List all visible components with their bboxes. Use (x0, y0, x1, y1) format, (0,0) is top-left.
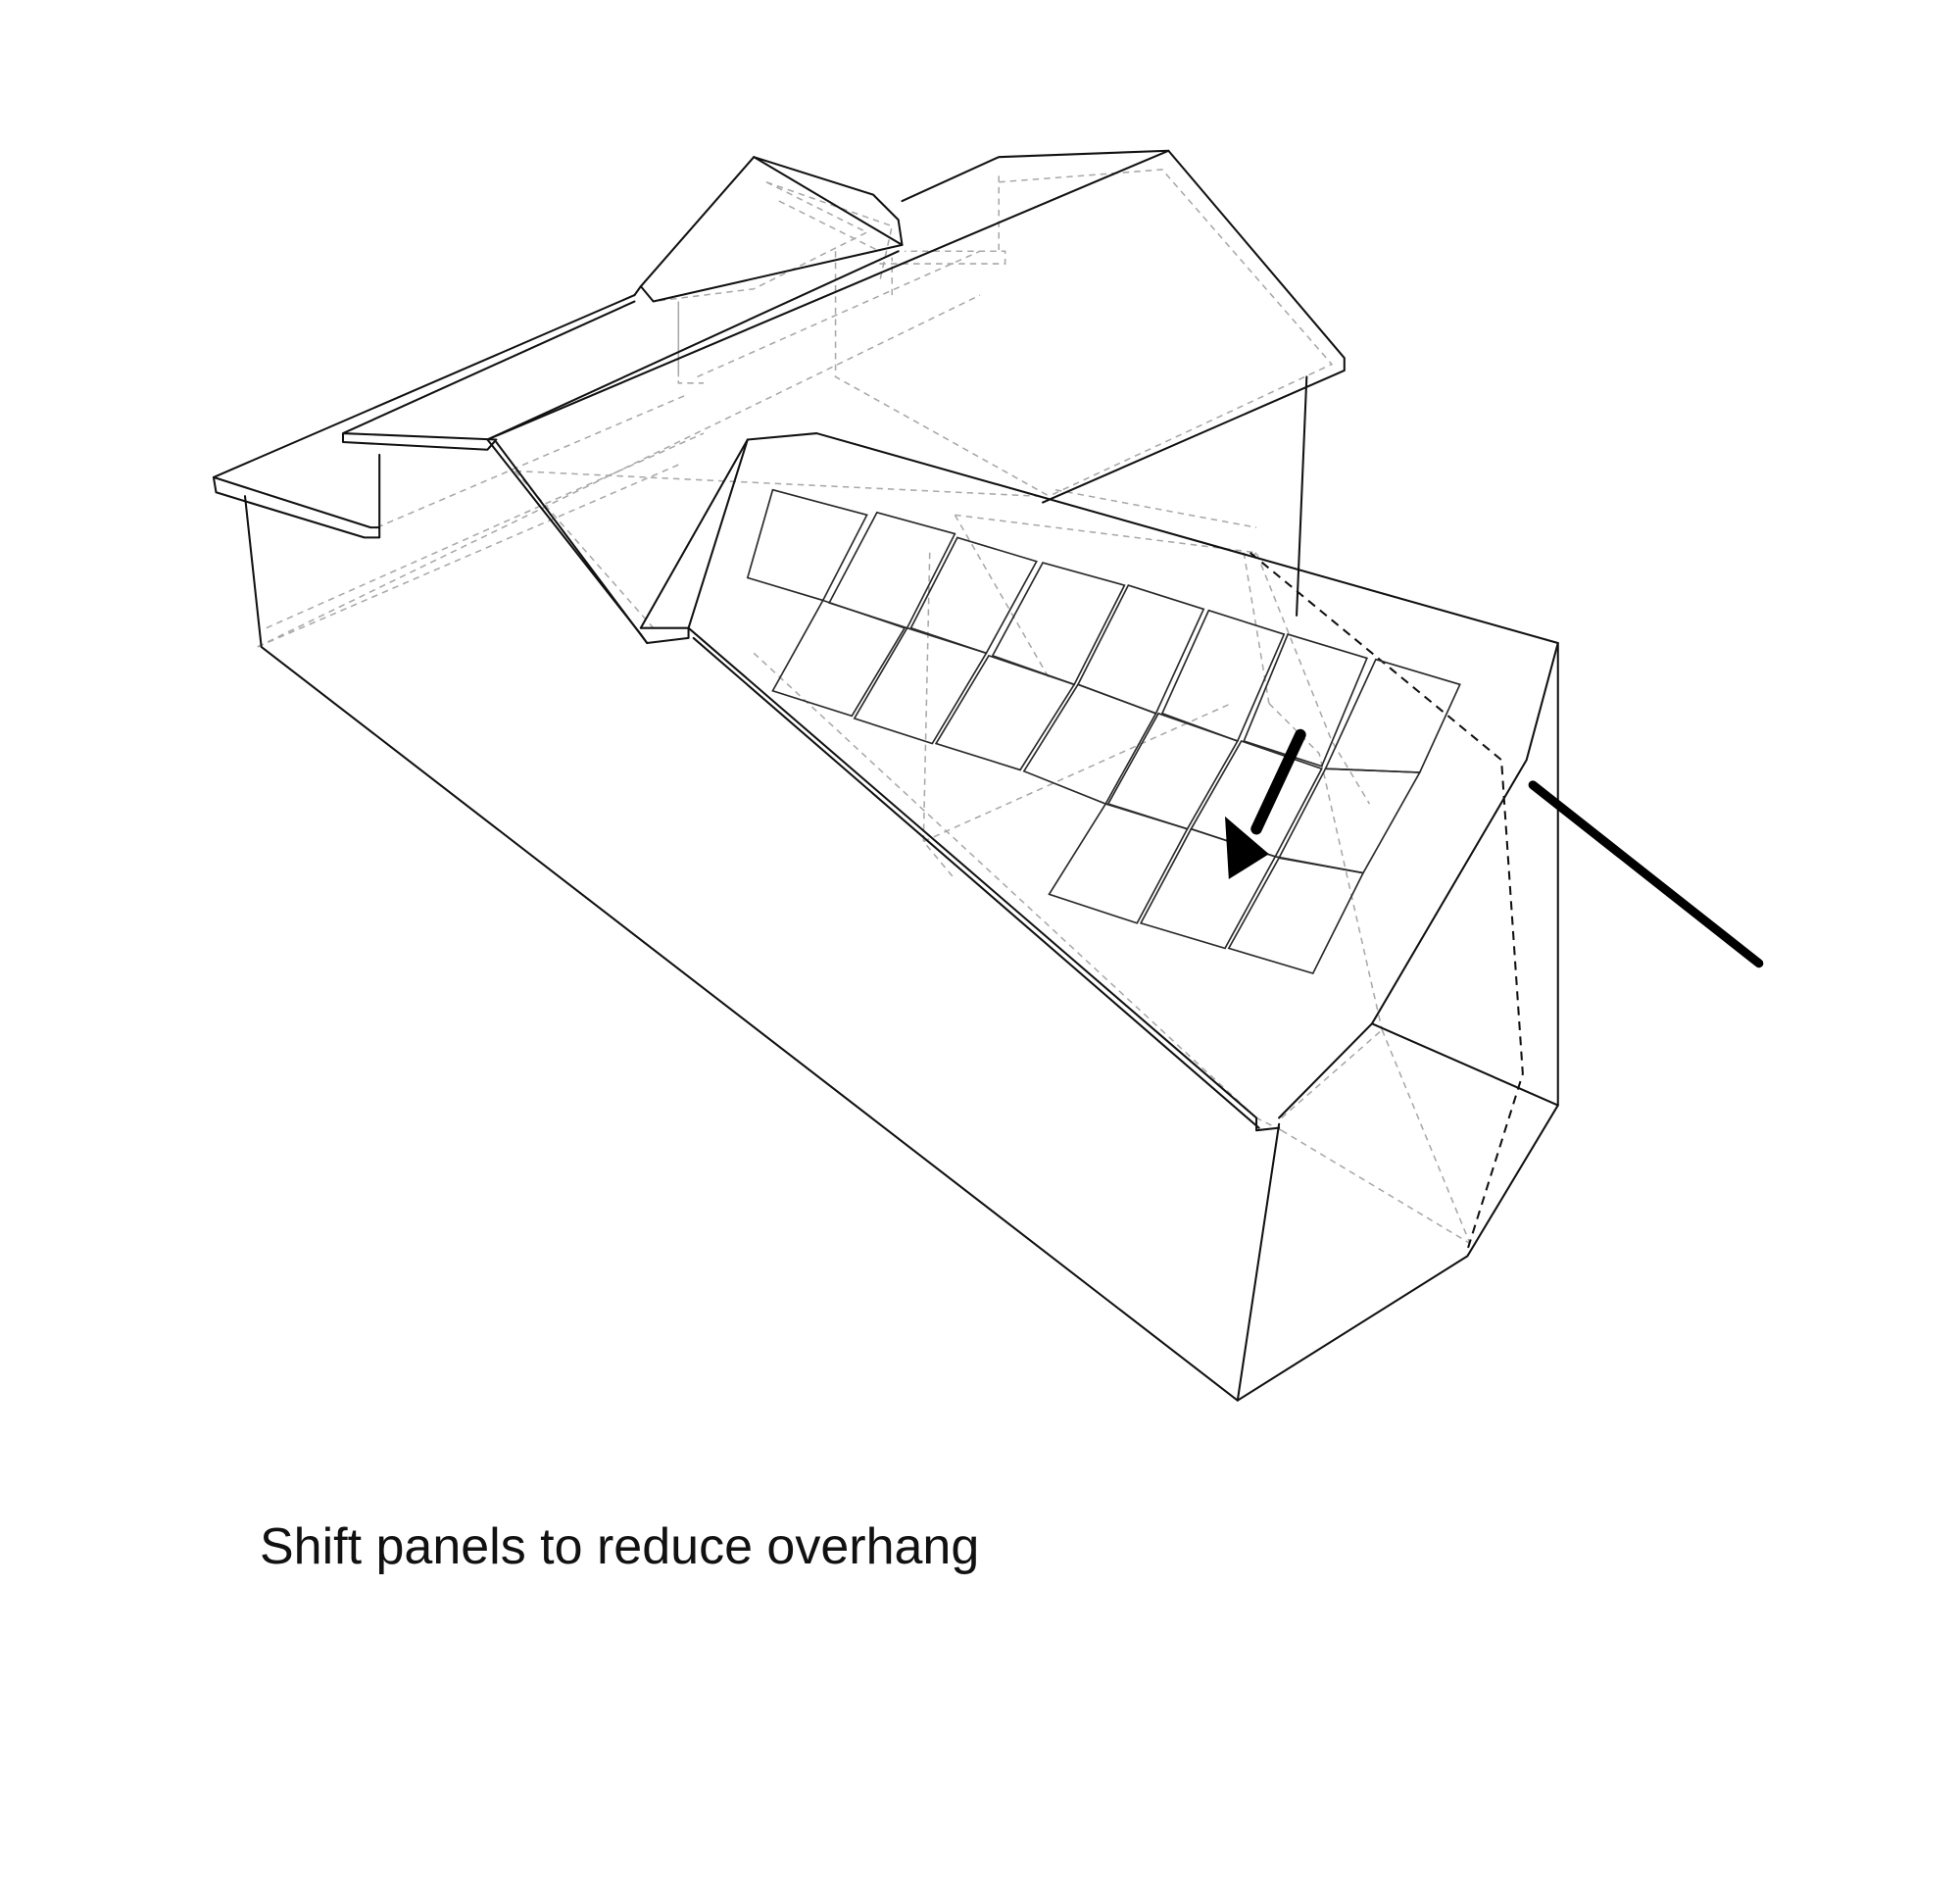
hidden-lines (257, 169, 1471, 1245)
panel-row-2 (771, 599, 1422, 874)
callout-pointer-line (1528, 780, 1764, 968)
shift-direction-arrow (1225, 728, 1306, 879)
dashed-overhang-outline (1249, 551, 1524, 1251)
solar-array (746, 488, 1461, 975)
house-outline (212, 149, 1559, 1402)
caption: Shift panels to reduce overhang (260, 1518, 980, 1575)
